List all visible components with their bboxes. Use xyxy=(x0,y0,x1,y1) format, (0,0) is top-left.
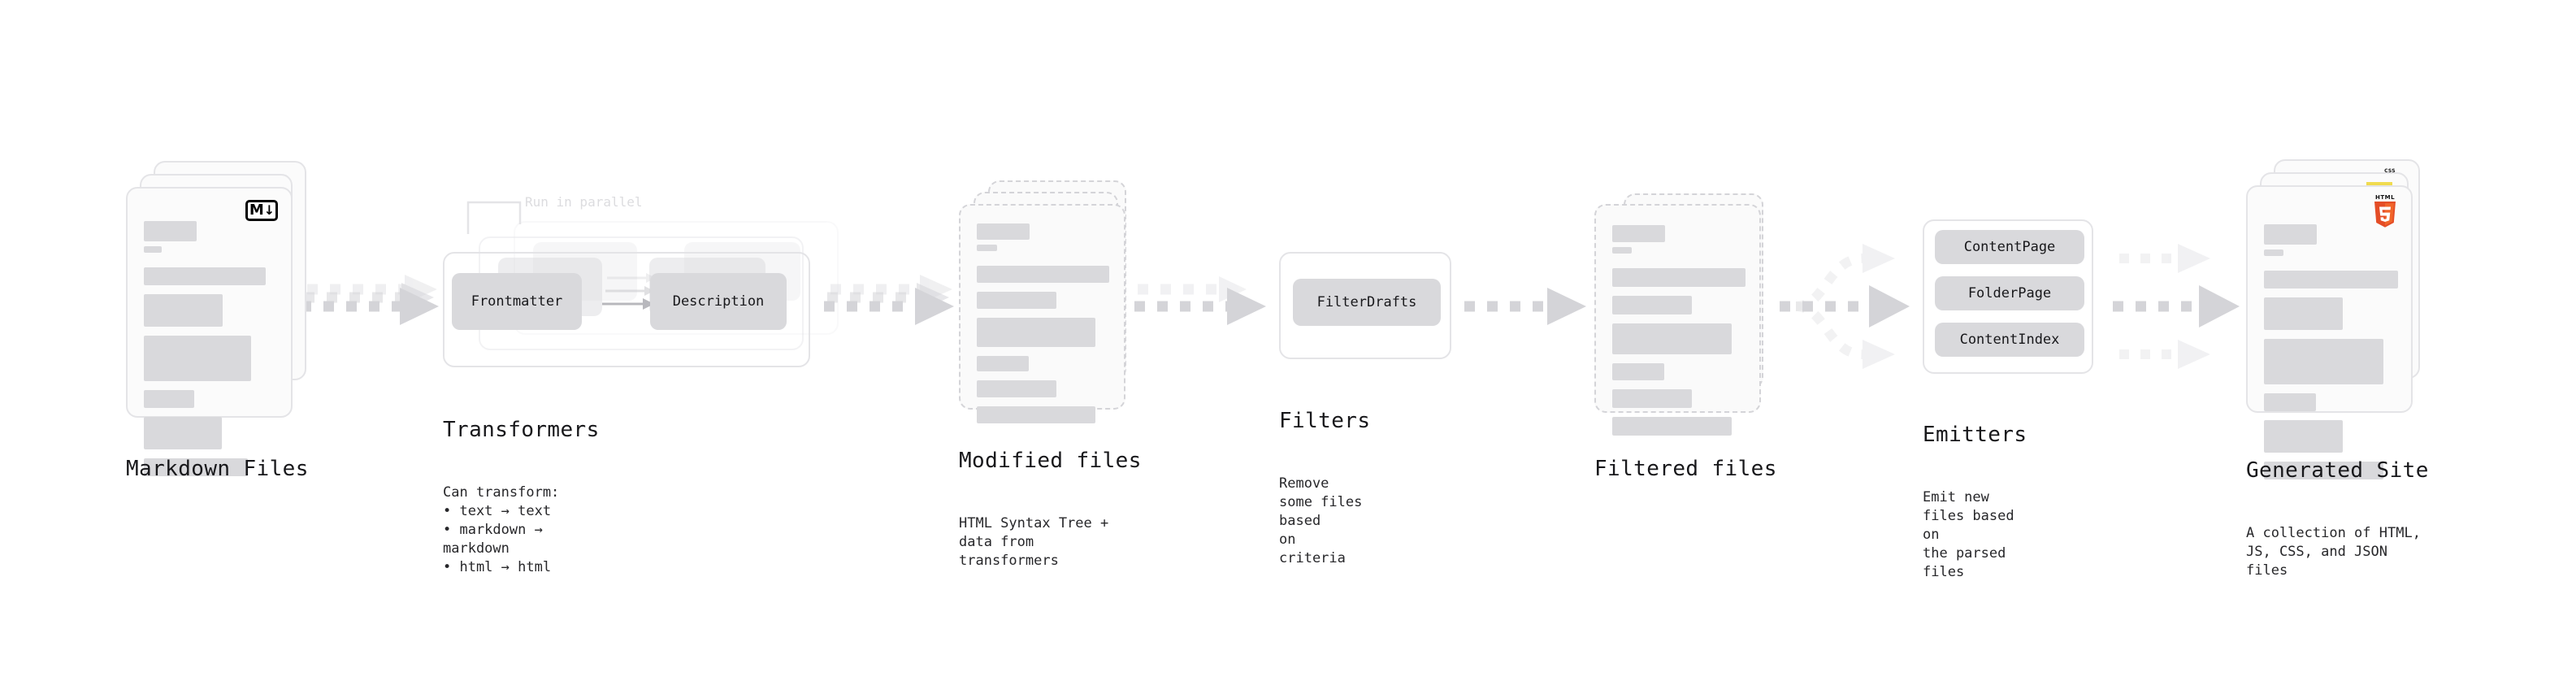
stage-generated-site: CSS HTML xyxy=(2246,159,2433,579)
stage-title: Modified files xyxy=(959,449,1142,473)
emitter-pill-contentpage[interactable]: ContentPage xyxy=(1935,230,2084,264)
markdown-card-front[interactable]: M↓ xyxy=(126,187,293,476)
transformer-inner-arrows xyxy=(602,273,656,310)
markdown-icon: M↓ xyxy=(245,200,278,221)
modified-card-skeleton xyxy=(977,223,1109,432)
stage-description: A collection of HTML, JS, CSS, and JSON … xyxy=(2246,525,2421,579)
html5-icon: HTML xyxy=(2371,195,2399,228)
modified-card-front[interactable] xyxy=(959,204,1125,423)
stage-markdown-files: M↓ M↓ M↓ Markdown Files xyxy=(126,161,308,481)
stage-title: Filters xyxy=(1279,409,1371,433)
connector-filters-to-filtered xyxy=(1464,288,1586,325)
html5-icon-shield xyxy=(2373,202,2397,228)
caption-emitters: Emitters Emit new files based on the par… xyxy=(1923,392,2027,613)
connector-emitters-to-site xyxy=(2113,244,2240,369)
css3-icon-label: CSS xyxy=(2384,168,2396,174)
markdown-card-skeleton xyxy=(144,221,276,485)
emitter-pill-contentindex[interactable]: ContentIndex xyxy=(1935,323,2084,357)
caption-generated-site: Generated Site A collection of HTML, JS,… xyxy=(2246,427,2433,611)
emitter-pill-label: FolderPage xyxy=(1967,285,2052,301)
stage-filtered-files: Filtered files xyxy=(1594,193,1776,481)
stage-title: Markdown Files xyxy=(126,457,309,481)
stage-title: Filtered files xyxy=(1594,457,1777,481)
run-in-parallel-leader xyxy=(466,201,522,234)
filter-pill-filterdrafts[interactable]: FilterDrafts xyxy=(1293,279,1441,326)
filter-pill-label: FilterDrafts xyxy=(1316,294,1417,310)
caption-markdown-files: Markdown Files xyxy=(126,426,309,512)
connector-transformers-to-modified xyxy=(824,275,954,325)
stage-description: Emit new files based on the parsed files xyxy=(1923,489,2014,580)
html5-shield-svg xyxy=(2374,202,2396,228)
stage-description: Remove some files based on criteria xyxy=(1279,475,1363,566)
caption-transformers: Transformers Can transform: • text → tex… xyxy=(443,387,600,608)
emitter-pill-label: ContentPage xyxy=(1963,239,2056,255)
connector-modified-to-filters xyxy=(1134,276,1266,325)
site-card-front[interactable]: HTML xyxy=(2246,185,2413,479)
transformer-pill-description[interactable]: Description xyxy=(650,273,787,330)
emitters-box: ContentPage FolderPage ContentIndex xyxy=(1923,219,2093,374)
transformer-pill-label: Description xyxy=(672,293,765,310)
caption-filters: Filters Remove some files based on crite… xyxy=(1279,378,1370,599)
filtered-card-skeleton xyxy=(1612,225,1746,445)
caption-filtered-files: Filtered files xyxy=(1594,426,1777,512)
stage-title: Generated Site xyxy=(2246,458,2429,483)
stage-description: Can transform: • text → text • markdown … xyxy=(443,484,560,575)
transformer-pill-label: Frontmatter xyxy=(471,293,563,310)
connector-filtered-to-emitters xyxy=(1780,244,1910,369)
stage-title: Transformers xyxy=(443,418,600,442)
filters-box: FilterDrafts xyxy=(1279,252,1451,359)
stage-title: Emitters xyxy=(1923,423,2027,447)
run-in-parallel-label: Run in parallel xyxy=(525,194,643,210)
emitter-pill-folderpage[interactable]: FolderPage xyxy=(1935,276,2084,310)
caption-modified-files: Modified files HTML Syntax Tree + data f… xyxy=(959,418,1142,601)
transformers-box-front xyxy=(443,252,810,367)
stage-modified-files: Modified files HTML Syntax Tree + data f… xyxy=(959,180,1141,569)
emitter-pill-label: ContentIndex xyxy=(1959,332,2060,348)
connector-markdown-to-transformers xyxy=(301,275,439,325)
transformer-pill-frontmatter[interactable]: Frontmatter xyxy=(452,273,582,330)
site-card-skeleton xyxy=(2264,224,2398,488)
html5-icon-label: HTML xyxy=(2374,194,2396,201)
stage-description: HTML Syntax Tree + data from transformer… xyxy=(959,515,1109,569)
filtered-card-front[interactable] xyxy=(1594,204,1761,436)
